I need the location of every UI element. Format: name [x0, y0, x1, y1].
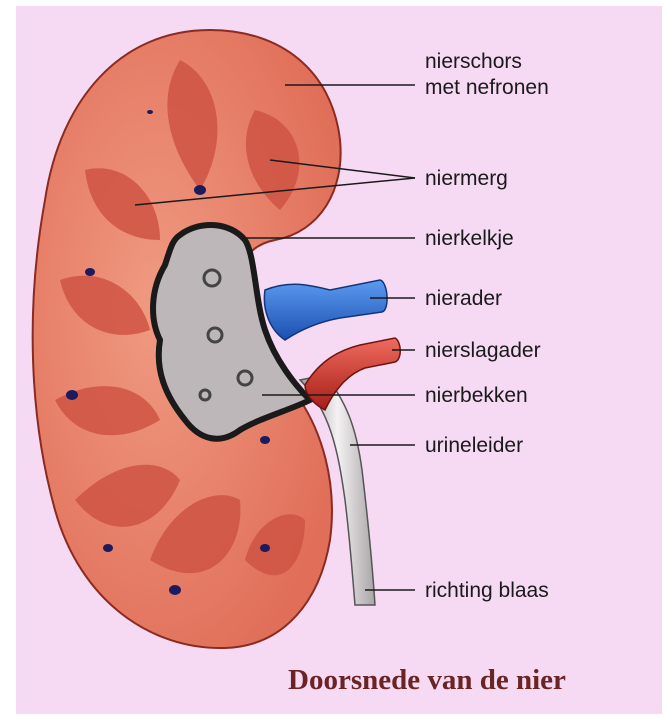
renal-artery: [305, 338, 400, 410]
label-vein: nierader: [425, 287, 502, 311]
label-calyx: nierkelkje: [425, 227, 514, 251]
label-medulla: niermerg: [425, 167, 508, 191]
label-pelvis: nierbekken: [425, 384, 528, 408]
renal-vein: [264, 280, 387, 340]
label-artery: nierslagader: [425, 339, 541, 363]
label-ureter: urineleider: [425, 434, 523, 458]
label-cortex-line1: nierschors: [425, 50, 522, 74]
label-direction: richting blaas: [425, 579, 549, 603]
label-cortex-line2: met nefronen: [425, 76, 549, 100]
diagram-caption: Doorsnede van de nier: [288, 664, 566, 697]
